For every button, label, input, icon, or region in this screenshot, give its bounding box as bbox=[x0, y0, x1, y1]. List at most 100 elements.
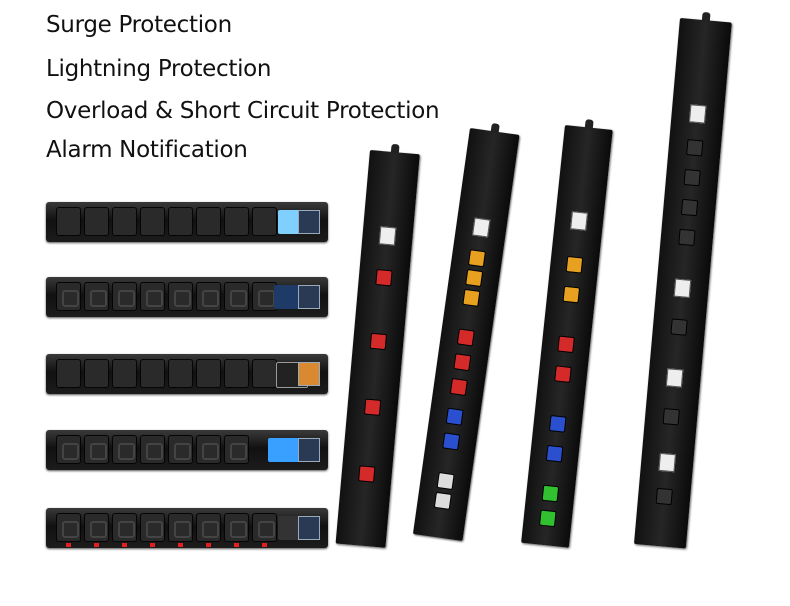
outlet bbox=[465, 269, 484, 288]
outlet bbox=[84, 513, 109, 547]
outlet bbox=[449, 377, 468, 397]
outlet bbox=[670, 318, 688, 336]
network-port bbox=[298, 362, 320, 386]
outlet bbox=[56, 207, 81, 236]
outlet bbox=[56, 435, 81, 464]
outlet bbox=[557, 335, 575, 354]
outlet bbox=[168, 207, 193, 236]
outlet-row bbox=[56, 435, 249, 464]
outlet bbox=[112, 513, 137, 547]
outlet-row bbox=[56, 359, 277, 388]
outlet bbox=[168, 282, 193, 311]
outlet bbox=[358, 465, 376, 483]
breaker-window bbox=[378, 226, 397, 246]
outlet bbox=[140, 359, 165, 388]
horizontal-pdu-2 bbox=[46, 277, 328, 317]
feature-surge-protection: Surge Protection bbox=[46, 12, 232, 38]
outlet bbox=[252, 207, 277, 236]
outlet bbox=[196, 359, 221, 388]
outlet bbox=[683, 168, 701, 187]
breaker-window bbox=[658, 452, 676, 473]
outlet bbox=[196, 207, 221, 236]
feature-lightning-protection: Lightning Protection bbox=[46, 56, 272, 82]
outlet bbox=[84, 282, 109, 311]
pdu-cap bbox=[701, 11, 711, 23]
network-port bbox=[298, 516, 320, 540]
outlet bbox=[453, 353, 472, 372]
network-port bbox=[298, 438, 320, 462]
outlet bbox=[84, 435, 109, 464]
outlet bbox=[252, 359, 277, 388]
outlet bbox=[84, 207, 109, 236]
outlet bbox=[112, 435, 137, 464]
outlet bbox=[84, 359, 109, 388]
pdu-cap bbox=[490, 123, 500, 135]
outlet bbox=[224, 359, 249, 388]
outlet bbox=[562, 285, 581, 304]
pdu-cap bbox=[584, 119, 594, 130]
outlet bbox=[224, 207, 249, 236]
outlet-row bbox=[56, 513, 277, 547]
outlet bbox=[369, 332, 388, 351]
outlet bbox=[375, 269, 393, 287]
outlet bbox=[224, 282, 249, 311]
outlet bbox=[655, 487, 673, 506]
outlet bbox=[680, 198, 699, 217]
outlet bbox=[252, 282, 277, 311]
outlet bbox=[662, 408, 680, 426]
outlet bbox=[140, 207, 165, 236]
horizontal-pdu-4 bbox=[46, 430, 328, 470]
outlet bbox=[467, 249, 486, 268]
vertical-pdu-2 bbox=[412, 123, 520, 541]
outlet bbox=[442, 432, 461, 451]
breaker-window bbox=[570, 211, 588, 231]
outlet bbox=[168, 513, 193, 547]
outlet bbox=[56, 282, 81, 311]
outlet bbox=[686, 139, 704, 157]
outlet bbox=[196, 435, 221, 464]
outlet bbox=[462, 288, 481, 307]
feature-alarm-notification: Alarm Notification bbox=[46, 137, 248, 163]
outlet bbox=[554, 365, 572, 383]
outlet bbox=[56, 359, 81, 388]
outlet bbox=[112, 207, 137, 236]
outlet bbox=[538, 509, 557, 528]
vertical-pdu-3 bbox=[521, 119, 613, 548]
outlet bbox=[140, 282, 165, 311]
outlet bbox=[541, 484, 560, 503]
outlet bbox=[56, 513, 81, 547]
outlet bbox=[678, 228, 696, 247]
network-port bbox=[298, 210, 320, 234]
feature-overload-protection: Overload & Short Circuit Protection bbox=[46, 98, 440, 124]
outlet bbox=[545, 444, 564, 463]
breaker-window bbox=[673, 278, 692, 298]
vertical-pdu-1 bbox=[335, 143, 420, 548]
horizontal-pdu-3 bbox=[46, 354, 328, 394]
horizontal-pdu-1 bbox=[46, 202, 328, 242]
outlet-row bbox=[56, 207, 277, 236]
breaker-window bbox=[472, 217, 491, 238]
pdu-cap bbox=[390, 143, 400, 155]
outlet bbox=[140, 435, 165, 464]
outlet bbox=[168, 359, 193, 388]
outlet bbox=[168, 435, 193, 464]
vertical-pdu-4 bbox=[633, 11, 732, 549]
outlet bbox=[252, 513, 277, 547]
outlet bbox=[112, 282, 137, 311]
breaker-window bbox=[665, 368, 684, 388]
outlet bbox=[456, 328, 475, 347]
outlet bbox=[196, 513, 221, 547]
outlet bbox=[565, 255, 584, 274]
horizontal-pdu-5 bbox=[46, 508, 328, 548]
breaker-window bbox=[688, 104, 707, 124]
outlet bbox=[224, 513, 249, 547]
outlet bbox=[196, 282, 221, 311]
outlet bbox=[436, 472, 455, 491]
outlet bbox=[445, 407, 464, 426]
outlet bbox=[433, 491, 452, 510]
outlet bbox=[224, 435, 249, 464]
outlet bbox=[140, 513, 165, 547]
outlet-row bbox=[56, 282, 277, 311]
outlet bbox=[548, 415, 567, 433]
network-port bbox=[298, 285, 320, 309]
